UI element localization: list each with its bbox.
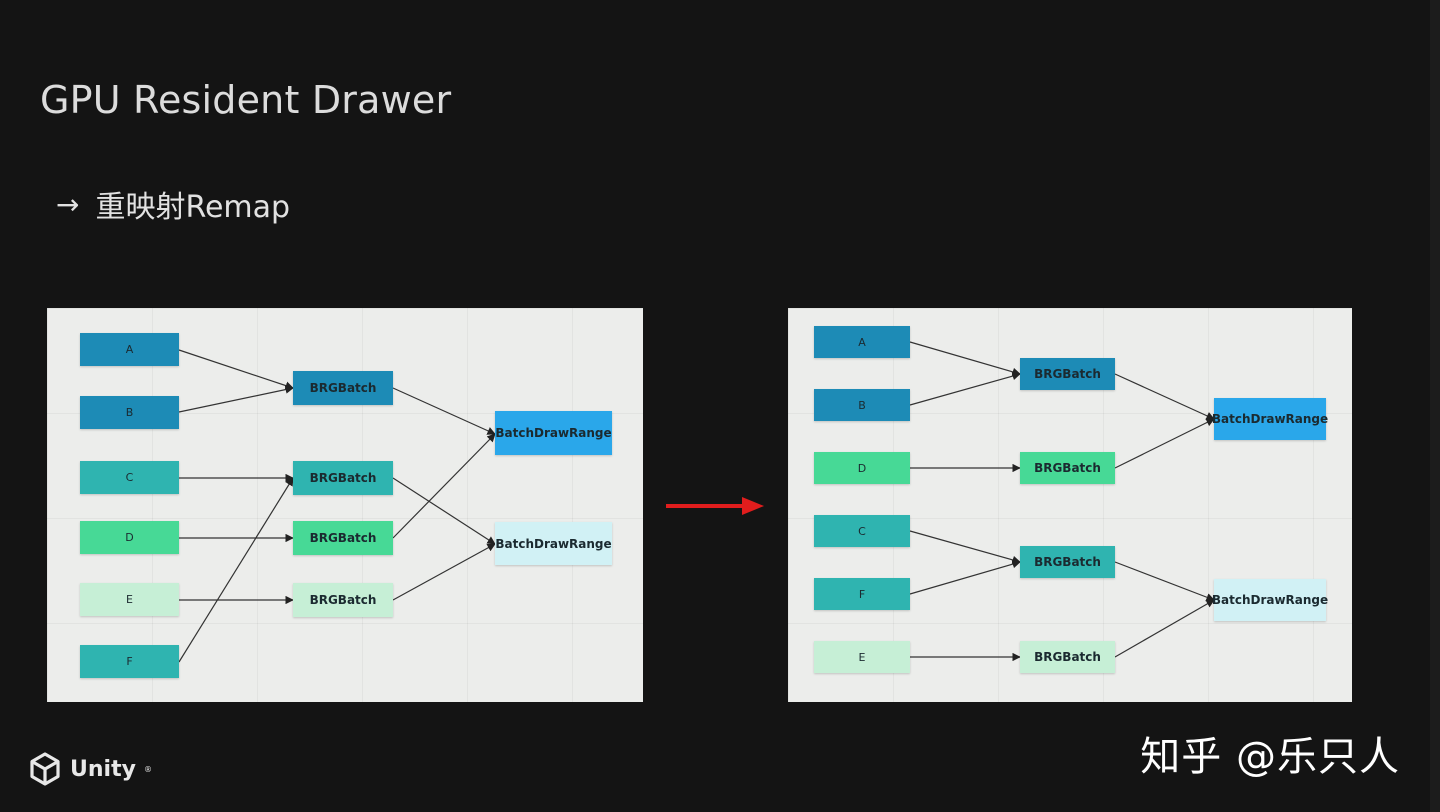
node-a: A	[80, 333, 179, 366]
node-batchdrawrange-2: BatchDrawRange	[495, 522, 612, 565]
edge-a-brg1	[909, 341, 1021, 376]
edge-brg4-bdr2	[1114, 599, 1215, 658]
node-brgbatch-3: BRGBatch	[1020, 546, 1115, 578]
node-brgbatch-1: BRGBatch	[293, 371, 393, 405]
left-edges	[178, 349, 496, 663]
right-edges	[909, 341, 1215, 662]
node-d: D	[80, 521, 179, 554]
brand-text: Unity	[70, 756, 136, 782]
node-brgbatch-1: BRGBatch	[1020, 358, 1115, 390]
node-d: D	[814, 452, 910, 484]
node-c: C	[814, 515, 910, 547]
node-f: F	[80, 645, 179, 678]
node-brgbatch-3: BRGBatch	[293, 521, 393, 555]
edge-brg3-bdr1	[392, 433, 496, 539]
node-c: C	[80, 461, 179, 494]
node-b: B	[80, 396, 179, 429]
left-diagram-panel: A B C D E F BRGBatch BRGBatch BRGBatch B…	[47, 308, 643, 702]
subtitle-text: 重映射Remap	[95, 190, 291, 225]
node-batchdrawrange-2: BatchDrawRange	[1212, 579, 1328, 621]
edge-c-brg3	[909, 530, 1021, 564]
edge-brg2-bdr2	[392, 477, 496, 545]
transition-arrow-icon	[666, 497, 764, 515]
edge-b-brg1	[909, 372, 1021, 406]
watermark: 知乎 @乐只人	[1140, 734, 1400, 780]
edge-brg4-bdr2	[392, 543, 496, 601]
right-diagram-panel: A B D C F E BRGBatch BRGBatch BRGBatch B…	[788, 308, 1352, 702]
node-brgbatch-2: BRGBatch	[293, 461, 393, 495]
edge-brg1-bdr1	[1114, 373, 1215, 420]
right-arrow-icon: →	[56, 187, 80, 221]
node-e: E	[814, 641, 910, 673]
brand-registered-mark: ®	[143, 764, 152, 774]
node-e: E	[80, 583, 179, 616]
slide-subtitle: → 重映射Remap	[56, 182, 290, 226]
edge-f-brg3	[909, 560, 1021, 595]
node-brgbatch-2: BRGBatch	[1020, 452, 1115, 484]
node-brgbatch-4: BRGBatch	[1020, 641, 1115, 673]
node-a: A	[814, 326, 910, 358]
node-b: B	[814, 389, 910, 421]
unity-cube-icon	[30, 752, 60, 786]
edge-a-brg1	[178, 349, 294, 390]
edge-brg2-bdr1	[1114, 418, 1215, 469]
node-batchdrawrange-1: BatchDrawRange	[495, 411, 612, 455]
edge-brg1-bdr1	[392, 387, 496, 435]
node-brgbatch-4: BRGBatch	[293, 583, 393, 617]
slide-title: GPU Resident Drawer	[40, 78, 452, 122]
node-batchdrawrange-1: BatchDrawRange	[1212, 398, 1328, 440]
node-f: F	[814, 578, 910, 610]
edge-brg3-bdr2	[1114, 561, 1215, 602]
edge-f-brg2	[178, 477, 294, 663]
window-edge-strip	[1430, 0, 1440, 812]
unity-logo: Unity ®	[28, 752, 152, 786]
edge-b-brg1	[178, 385, 294, 413]
